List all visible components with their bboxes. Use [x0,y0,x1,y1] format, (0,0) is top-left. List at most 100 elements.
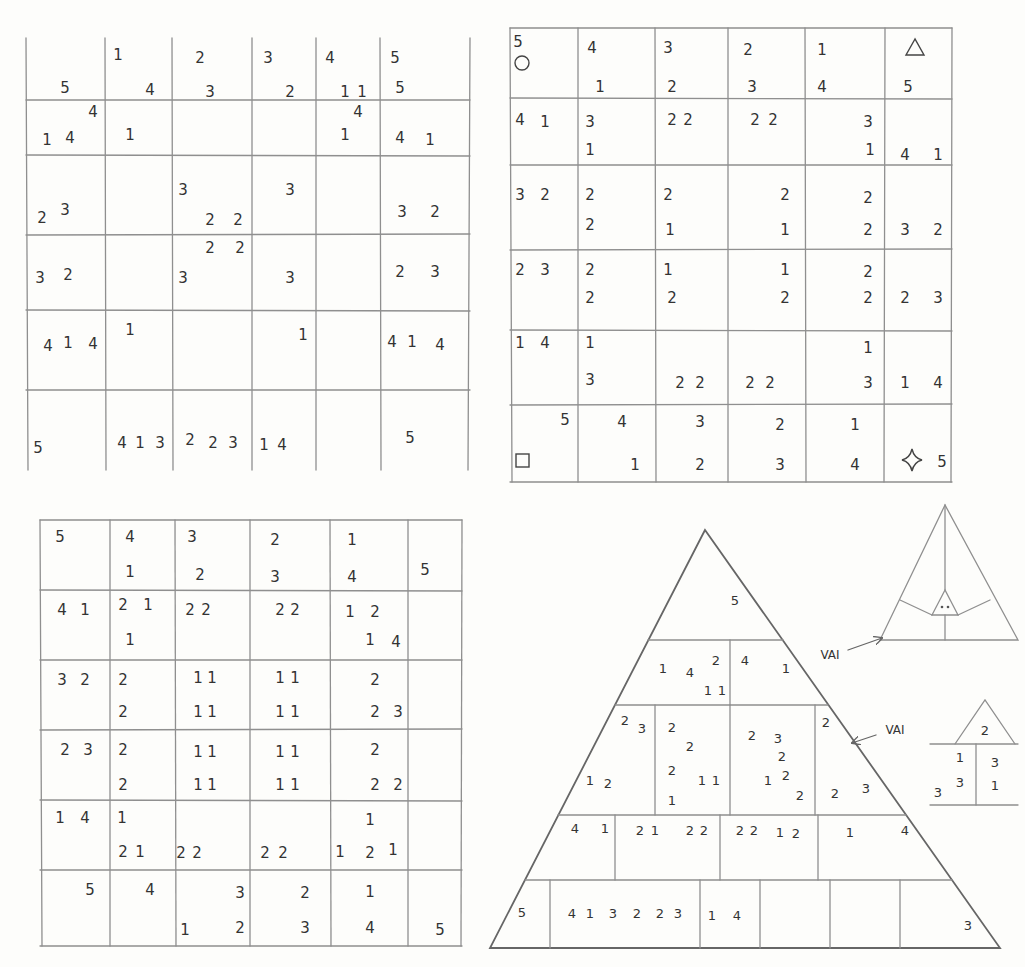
grid-number: 2 [585,291,595,306]
triangle-number: 2 [748,729,756,742]
triangle-number: 3 [991,756,999,769]
grid-number: 1 [193,705,203,720]
grid-number: 2 [675,376,685,391]
grid-number: 2 [365,846,375,861]
grid-number: 2 [201,603,211,618]
triangle-number: 1 [776,826,784,839]
grid-number: 1 [290,705,300,720]
grid-number: 1 [135,436,145,451]
grid-number: 2 [695,458,705,473]
triangle-number: 4 [686,666,694,679]
triangle-number: 2 [981,724,989,737]
grid-number: 2 [118,743,128,758]
grid-number: 4 [43,339,53,354]
grid-number: 2 [765,376,775,391]
grid-number: 4 [117,436,127,451]
grid-number: 3 [270,570,280,585]
pointer-arrow [848,638,882,743]
grid-number: 2 [37,211,47,226]
grid-number: 4 [435,338,445,353]
grid-number: 1 [80,603,90,618]
note-label: VAI [885,724,904,736]
grid-number: 2 [750,113,760,128]
grid-number: 3 [57,673,67,688]
grid-number: 2 [195,51,205,66]
triangle-number: 4 [571,822,579,835]
grid-number: 1 [780,223,790,238]
grid-number: 3 [83,743,93,758]
grid-number: 1 [365,885,375,900]
triangle-number: 2 [668,721,676,734]
grid-number: 4 [65,131,75,146]
grid-number: 3 [60,203,70,218]
grid-number: 2 [585,218,595,233]
triangle-number: 2 [636,824,644,837]
note-label: VAI [820,649,839,661]
triangle-number: 1 [586,774,594,787]
triangle-number: 2 [686,740,694,753]
grid-number: 5 [60,81,70,96]
grid-number: 1 [347,533,357,548]
triangle-number: 5 [731,594,739,607]
grid-number: 3 [515,188,525,203]
grid-number: 1 [630,458,640,473]
grid-number: 1 [42,133,52,148]
triangle-number: 2 [656,907,664,920]
triangle-number: 3 [964,919,972,932]
grid-number: 1 [780,263,790,278]
grid-number: 3 [285,183,295,198]
grid-number: 5 [420,563,430,578]
grid-number: 4 [387,335,397,350]
grid-number: 3 [900,223,910,238]
grid-number: 2 [370,705,380,720]
grid-number: 2 [235,921,245,936]
grid-number: 1 [207,671,217,686]
triangle-number: 2 [604,777,612,790]
grid-number: 2 [235,241,245,256]
grid-number: 4 [353,105,363,120]
grid-number: 1 [540,115,550,130]
grid-number: 2 [176,846,186,861]
grid-number: 2 [540,188,550,203]
grid-number: 5 [85,883,95,898]
triangle-sketch [490,530,1000,948]
grid-number: 2 [780,291,790,306]
grid-number: 4 [347,570,357,585]
triangle-number: 1 [846,826,854,839]
grid-number: 4 [57,603,67,618]
grid-number: 1 [113,48,123,63]
grid-number: 3 [663,41,673,56]
grid-number: 1 [388,843,398,858]
triangle-number: 2 [822,716,830,729]
triangle-number: 2 [686,824,694,837]
grid-number: 4 [587,41,597,56]
grid-number: 4 [145,883,155,898]
grid-number: 1 [117,811,127,826]
grid-number: 3 [397,205,407,220]
grid-number: 1 [125,633,135,648]
grid-number: 2 [208,436,218,451]
grid-number: 4 [900,148,910,163]
grid-number: 2 [300,886,310,901]
triangle-number: 1 [659,662,667,675]
grid-number: 2 [663,188,673,203]
grid-number: 2 [290,603,300,618]
grid-number: 5 [513,35,523,50]
triangle-number: 3 [674,907,682,920]
grid-number: 2 [370,605,380,620]
grid-number: 3 [35,271,45,286]
grid-number: 3 [235,886,245,901]
grid-number: 4 [817,80,827,95]
grid-number: 1 [143,598,153,613]
grid-number: 5 [405,431,415,446]
grid-number: 4 [391,635,401,650]
triangle-number: 1 [764,774,772,787]
grid-number: 1 [933,148,943,163]
grid-number: 4 [277,438,287,453]
inset-sketch [880,505,1018,805]
grid-number: 1 [125,323,135,338]
grid-number: 5 [33,441,43,456]
grid-number: 2 [118,673,128,688]
grid-number: 1 [585,336,595,351]
